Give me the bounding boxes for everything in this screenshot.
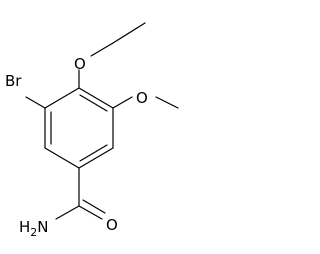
bond-ch2-ch3: [112, 22, 146, 44]
bond-carbonyl-c-n: [55, 205, 80, 220]
ring-bond-c4-c5: [44, 147, 80, 169]
ring-bond-c6-c1: [44, 87, 80, 109]
ethoxy-oxygen-label: O: [74, 55, 86, 73]
carbonyl-oxygen-label: O: [106, 216, 118, 234]
chemical-structure-diagram: Br O O H2N O: [5, 22, 179, 239]
ring-bond-c1-c2: [78, 87, 114, 109]
bromine-label: Br: [5, 72, 22, 90]
bond-c2-methoxy-o: [112, 96, 133, 109]
bond-methoxy-o-ch3: [155, 96, 179, 109]
bond-ethoxy-o-ch2: [90, 42, 114, 57]
ring-double-bond-c1-c2: [79, 94, 108, 112]
bond-carbonyl-c-o-double: [82, 199, 106, 214]
methoxy-oxygen-label: O: [136, 89, 148, 107]
ring-bond-c3-c4: [78, 147, 114, 169]
ring-double-bond-c3-c4: [79, 144, 108, 162]
bond-c6-bromine: [25, 96, 46, 109]
amide-nitrogen-label: H2N: [19, 218, 49, 239]
bond-carbonyl-c-o: [78, 205, 103, 220]
